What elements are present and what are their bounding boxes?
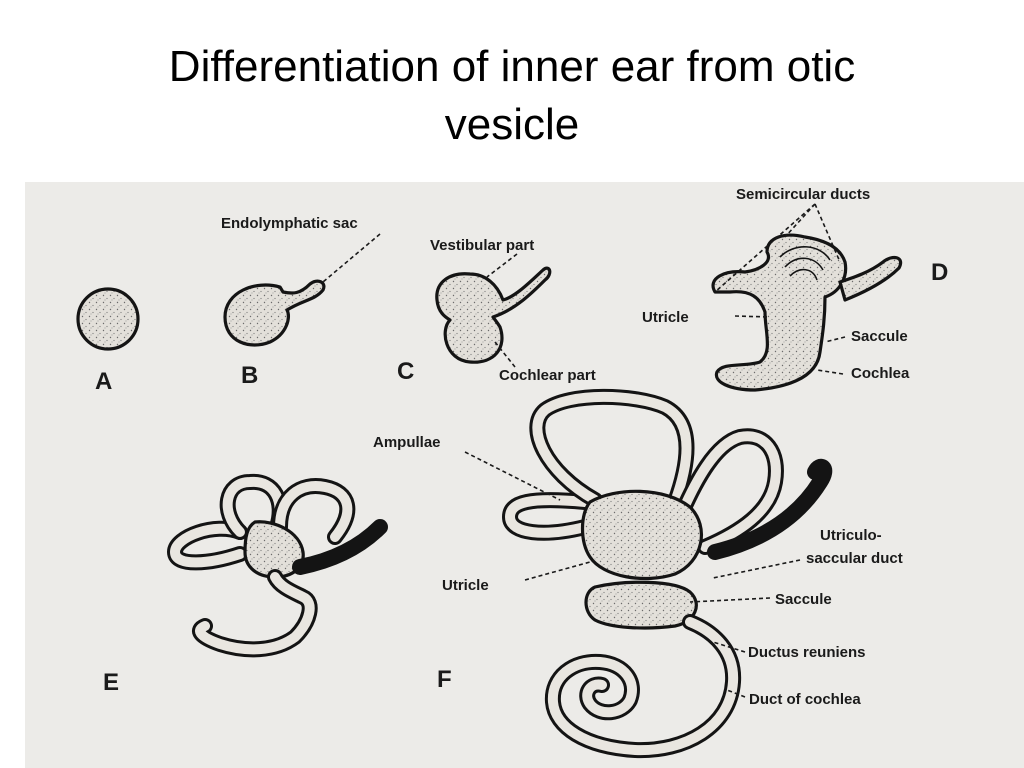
leader-ductus-reuniens [712,641,746,653]
cochlear-duct-e-lumen [195,572,315,655]
stage-c [435,266,552,364]
saccule-f [584,580,698,630]
label-utriculo-line-2: saccular duct [806,550,903,567]
leader-utricle-d [734,315,771,318]
label-saccule-d: Saccule [851,328,908,345]
posterior-canal-f-lumen [675,431,781,552]
stage-a-otic-vesicle [76,287,140,351]
leader-utricle-f [524,561,591,581]
stage-letter-e: E [103,669,119,696]
endolymphatic-duct-f [707,458,833,560]
stage-f [502,388,833,759]
stage-letter-d: D [931,259,948,286]
leader-saccule-d [824,336,846,343]
stage-letter-c: C [397,358,414,385]
figure-drawing: Endolymphatic sac Vestibular part Cochle… [76,186,948,759]
stage-letter-a: A [95,368,112,395]
otic-vesicle-b [223,279,326,347]
leader-utriculo-saccular-duct [712,559,801,579]
stage-b [223,279,326,347]
otic-vesicle-c [435,266,552,364]
canal-e-right-lumen [275,481,353,542]
inner-ear-figure: Endolymphatic sac Vestibular part Cochle… [25,182,1024,768]
label-duct-of-cochlea: Duct of cochlea [749,691,861,708]
stage-letter-f: F [437,666,452,693]
label-cochlear-part: Cochlear part [499,367,596,384]
label-utricle-d: Utricle [642,309,689,326]
leader-saccule-f [689,597,771,603]
label-cochlea-d: Cochlea [851,365,910,382]
leader-ampullae [464,451,561,501]
title-line-1: Differentiation of inner ear from otic [168,42,856,91]
cochlear-duct-f-lumen [547,617,739,756]
slide-title: Differentiation of inner ear from otic v… [0,38,1024,154]
label-utriculo-line-1: Utriculo- [820,527,882,544]
leader-vestibular-part [486,253,518,278]
label-saccule-f: Saccule [775,591,832,608]
stage-letters: A B C D E F [95,259,948,696]
stage-d [711,233,903,392]
leader-cochlea-d [816,369,844,375]
endolymphatic-duct-d [838,255,903,302]
lateral-canal-f-lumen [505,495,590,538]
label-utricle-f: Utricle [442,577,489,594]
label-vestibular-part: Vestibular part [430,237,534,254]
labels: Endolymphatic sac Vestibular part Cochle… [221,186,910,708]
label-ductus-reuniens: Ductus reuniens [748,644,866,661]
anterior-canal-f [529,388,695,510]
stage-letter-b: B [241,362,258,389]
leader-endolymphatic-sac [322,233,381,283]
leader-duct-of-cochlea [726,689,746,698]
title-line-2: vesicle [444,100,580,149]
leader-cochlear-part [494,341,516,368]
anterior-canal-f-lumen [532,391,692,507]
leader-semicircular-ducts [714,203,841,293]
label-semicircular-ducts: Semicircular ducts [736,186,870,203]
canal-e-left-lumen [170,523,245,568]
utricle-f [580,489,704,581]
semicircular-folds-d [779,246,831,281]
endolymphatic-duct-e [292,519,388,575]
label-ampullae: Ampullae [373,434,441,451]
vesicle-d [711,233,848,392]
stage-e [167,473,388,658]
label-endolymphatic-sac: Endolymphatic sac [221,215,358,232]
otic-vesicle-a [76,287,140,351]
leader-lines [322,203,846,698]
